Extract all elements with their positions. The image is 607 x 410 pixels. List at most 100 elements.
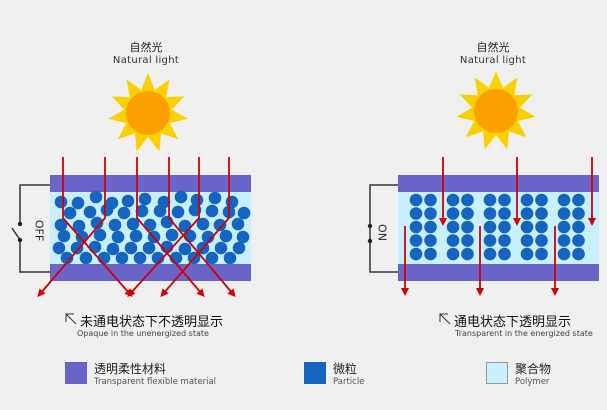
particle: [461, 247, 474, 261]
particle: [232, 241, 246, 255]
caption-off-cn: 未通电状态下不透明显示: [80, 315, 224, 330]
particle: [483, 193, 497, 207]
on-panel: [367, 71, 599, 296]
particle: [446, 247, 460, 261]
transmitted-light-rays: [401, 157, 596, 296]
arrow-up-left-icon: [65, 313, 77, 325]
wire-bottom: [369, 241, 398, 273]
particle: [57, 229, 71, 243]
particle: [446, 207, 460, 220]
particle: [151, 251, 165, 265]
particle: [75, 230, 89, 244]
particle: [498, 234, 511, 247]
particle: [557, 193, 571, 207]
particle: [111, 230, 125, 244]
particle: [461, 207, 474, 220]
swatch-flexible-material: [65, 362, 87, 384]
particle: [126, 217, 140, 231]
light-ray: [136, 157, 205, 298]
particle: [461, 220, 474, 234]
particle: [535, 234, 548, 247]
light-ray: [160, 157, 230, 298]
particle: [71, 196, 85, 210]
particle: [557, 247, 571, 261]
particle: [557, 207, 571, 220]
particle: [535, 247, 548, 261]
particle: [79, 251, 93, 265]
particle: [93, 228, 107, 242]
particle: [70, 241, 84, 255]
particle: [205, 204, 219, 218]
particle: [498, 207, 511, 220]
particle: [54, 218, 68, 232]
legend-label-en: Transparent flexible material: [94, 377, 217, 387]
wire-top: [19, 184, 50, 222]
particle: [60, 251, 74, 265]
particle: [409, 247, 423, 261]
wire-top: [369, 184, 398, 226]
switch-contact: [17, 237, 23, 243]
particle: [208, 191, 222, 205]
particle: [205, 251, 219, 265]
particle: [108, 218, 122, 232]
particle: [88, 240, 102, 254]
particle: [236, 230, 250, 244]
particle: [196, 217, 210, 231]
particle: [535, 207, 548, 220]
particle: [483, 220, 497, 234]
sun-core: [474, 89, 518, 133]
particle: [520, 207, 534, 220]
particle: [97, 251, 111, 265]
particle: [171, 205, 185, 219]
particle: [446, 193, 460, 207]
particle: [237, 206, 251, 220]
switch-label-off: OFF: [32, 219, 46, 242]
particle: [121, 194, 135, 208]
particle: [424, 247, 437, 261]
particle: [54, 195, 68, 209]
top-electrode: [50, 175, 251, 192]
particle: [520, 193, 534, 207]
particle: [483, 207, 497, 220]
particle: [90, 216, 104, 230]
particle: [214, 241, 228, 255]
light-ray: [62, 157, 133, 298]
particle: [129, 229, 143, 243]
off-panel: [11, 73, 251, 298]
sun-icon: [108, 73, 188, 152]
particle: [142, 241, 156, 255]
particle: [63, 206, 77, 220]
caption-off-en: Opaque in the unenergized state: [77, 329, 209, 338]
particle: [165, 228, 179, 242]
particle: [424, 207, 437, 220]
particle: [213, 218, 227, 232]
sun-core: [126, 91, 170, 135]
particle: [446, 220, 460, 234]
switch-label-on: ON: [375, 224, 389, 241]
light-ray: [127, 157, 200, 297]
sun-icon: [456, 71, 536, 150]
caption-on-cn: 通电状态下透明显示: [454, 315, 572, 330]
particle: [201, 230, 215, 244]
particle: [83, 205, 97, 219]
sun-subtitle: Natural light: [459, 55, 527, 66]
particle: [520, 247, 534, 261]
particle: [572, 207, 585, 220]
caption-on-en: Transparent in the energized state: [455, 329, 593, 338]
particle: [424, 234, 437, 247]
legend-label-cn: 透明柔性材料: [94, 362, 167, 376]
legend-label-en: Particle: [333, 377, 365, 387]
particle: [572, 193, 585, 207]
particle: [498, 220, 511, 234]
aligned-particles: [409, 193, 585, 261]
particle: [535, 220, 548, 234]
particle: [461, 193, 474, 207]
particle: [153, 204, 167, 218]
switch-contact: [367, 238, 373, 244]
light-ray: [168, 157, 236, 298]
particle: [219, 229, 233, 243]
particle: [106, 242, 120, 256]
particle: [572, 234, 585, 247]
particle: [557, 220, 571, 234]
